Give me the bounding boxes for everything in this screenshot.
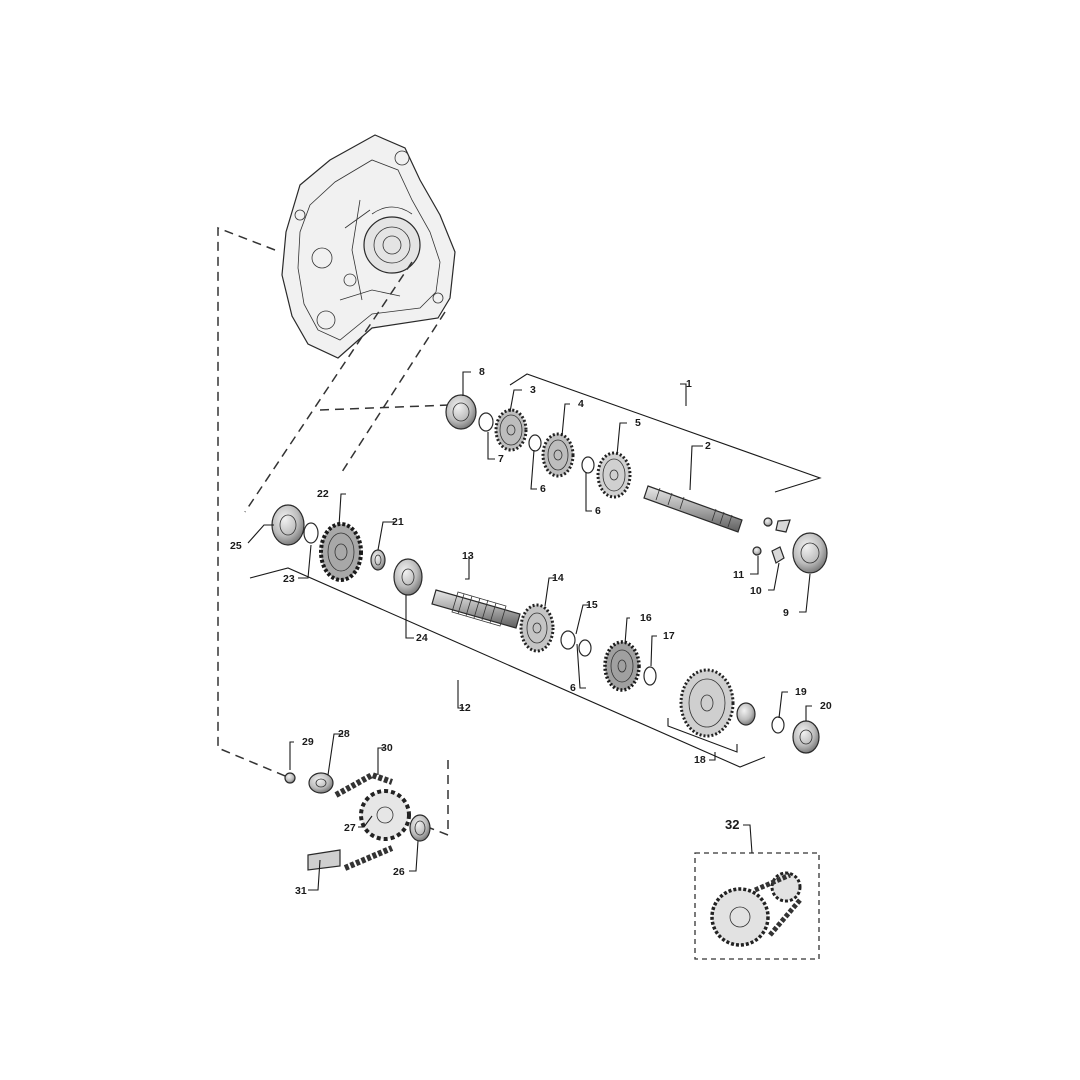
washer-23 bbox=[303, 522, 319, 544]
drive-sprocket-group bbox=[284, 771, 431, 871]
lock-plate-10 bbox=[771, 546, 785, 564]
bearing-25 bbox=[271, 504, 305, 546]
bushing-21 bbox=[370, 549, 386, 571]
assembly-guide-lines bbox=[217, 226, 451, 837]
gear-4 bbox=[541, 432, 575, 478]
callout-4: 4 bbox=[578, 398, 584, 410]
callout-16: 16 bbox=[640, 612, 652, 624]
callout-13: 13 bbox=[462, 550, 474, 562]
chain-30-bottom bbox=[343, 845, 394, 871]
retainer-plate-28 bbox=[308, 772, 334, 794]
bushing-18 bbox=[736, 702, 756, 726]
callout-22: 22 bbox=[317, 488, 329, 500]
callout-30: 30 bbox=[381, 742, 393, 754]
washer-19 bbox=[771, 716, 785, 734]
gear-22 bbox=[319, 522, 363, 582]
gear-3 bbox=[494, 408, 528, 452]
callout-1: 1 bbox=[686, 378, 692, 390]
gear-18 bbox=[679, 668, 735, 738]
callout-32: 32 bbox=[725, 817, 739, 832]
callout-18: 18 bbox=[694, 754, 706, 766]
gear-16 bbox=[603, 640, 641, 692]
oil-seal-26 bbox=[409, 814, 431, 842]
washer-7 bbox=[478, 412, 494, 432]
callout-11: 11 bbox=[733, 569, 744, 581]
bearing-20 bbox=[792, 720, 820, 754]
circlip-6b bbox=[581, 456, 595, 474]
main-shaft-2 bbox=[643, 485, 743, 533]
callout-6c: 6 bbox=[570, 682, 576, 694]
counter-shaft-13 bbox=[431, 589, 521, 629]
callout-10: 10 bbox=[750, 585, 762, 597]
callout-21: 21 bbox=[392, 516, 404, 528]
crankcase-housing bbox=[281, 134, 456, 359]
callout-24: 24 bbox=[416, 632, 428, 644]
callout-6b: 6 bbox=[595, 505, 601, 517]
callout-25: 25 bbox=[230, 540, 242, 552]
callout-8: 8 bbox=[479, 366, 485, 378]
callout-5: 5 bbox=[635, 417, 641, 429]
washer-17 bbox=[643, 666, 657, 686]
bolt-11 bbox=[752, 546, 762, 556]
callout-3: 3 bbox=[530, 384, 536, 396]
chain-30-top bbox=[334, 771, 393, 798]
counter-shaft-assembly bbox=[271, 504, 820, 754]
assembly-brackets bbox=[249, 373, 822, 768]
bearing-8 bbox=[445, 394, 477, 430]
callout-20: 20 bbox=[820, 700, 832, 712]
chain-link-31 bbox=[307, 849, 341, 871]
callout-29: 29 bbox=[302, 736, 314, 748]
callout-28: 28 bbox=[338, 728, 350, 740]
lock-plate-10a bbox=[775, 519, 791, 533]
callout-6a: 6 bbox=[540, 483, 546, 495]
callout-31: 31 bbox=[295, 885, 307, 897]
callout-2: 2 bbox=[705, 440, 711, 452]
callout-14: 14 bbox=[552, 572, 564, 584]
leader-lines bbox=[247, 371, 812, 891]
callout-23: 23 bbox=[283, 573, 295, 585]
callout-labels: 8 1 3 4 5 2 7 6 6 22 21 25 13 11 23 14 1… bbox=[230, 366, 832, 897]
chain-kit-box-32 bbox=[694, 852, 820, 960]
circlip-6c bbox=[578, 639, 592, 657]
callout-19: 19 bbox=[795, 686, 807, 698]
washer-15 bbox=[560, 630, 576, 650]
bolt-11a bbox=[763, 517, 773, 527]
callout-26: 26 bbox=[393, 866, 405, 878]
bearing-9 bbox=[792, 532, 828, 574]
callout-7: 7 bbox=[498, 453, 504, 465]
callout-15: 15 bbox=[586, 599, 598, 611]
callout-27: 27 bbox=[344, 822, 356, 834]
bolt-29 bbox=[284, 772, 296, 784]
callout-9: 9 bbox=[783, 607, 789, 619]
callout-12: 12 bbox=[459, 702, 471, 714]
sprocket-27 bbox=[359, 789, 411, 841]
gear-14 bbox=[519, 603, 555, 653]
collar-24 bbox=[393, 558, 423, 596]
circlip-6a bbox=[528, 434, 542, 452]
gear-5 bbox=[596, 451, 632, 499]
callout-17: 17 bbox=[663, 630, 675, 642]
main-shaft-assembly bbox=[445, 394, 828, 574]
